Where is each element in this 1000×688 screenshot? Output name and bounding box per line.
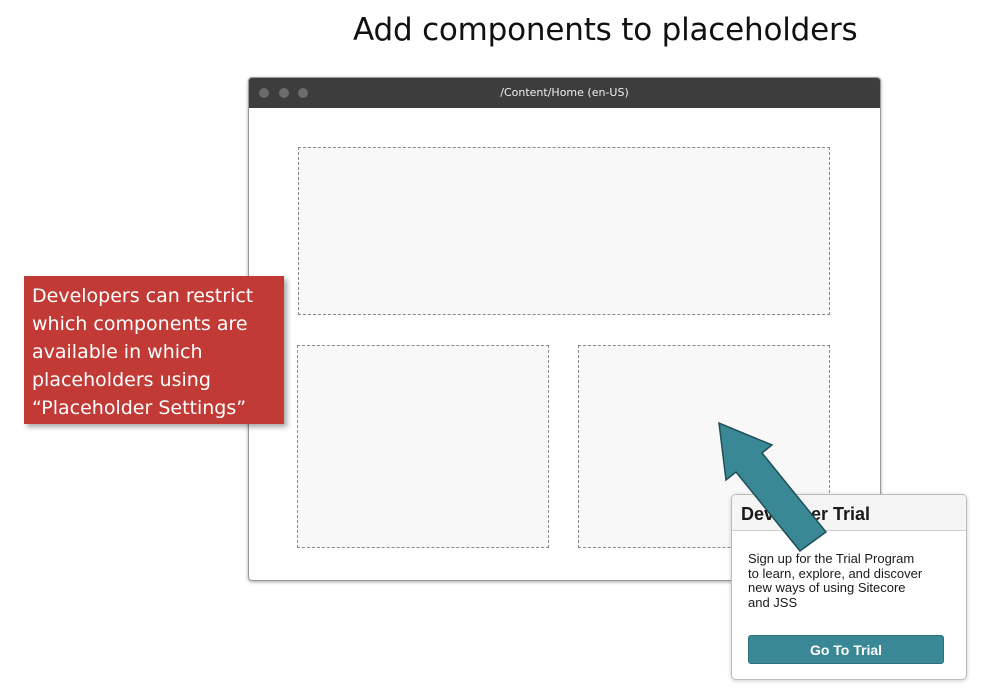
placeholder-bottom-left[interactable]	[297, 345, 549, 548]
go-to-trial-button[interactable]: Go To Trial	[748, 635, 944, 664]
slide-title: Add components to placeholders	[353, 12, 858, 48]
window-maximize-dot-icon[interactable]	[298, 88, 308, 98]
developer-trial-card: Developer Trial Sign up for the Trial Pr…	[731, 494, 967, 680]
callout-line: placeholders using	[32, 369, 211, 391]
trial-card-title: Developer Trial	[741, 504, 871, 524]
callout-line: “Placeholder Settings”	[32, 397, 247, 419]
trial-body-line: new ways of using Sitecore	[748, 580, 906, 595]
window-minimize-dot-icon[interactable]	[279, 88, 289, 98]
trial-body-line: Sign up for the Trial Program	[748, 551, 915, 566]
browser-window: /Content/Home (en-US)	[248, 77, 881, 581]
browser-path: /Content/Home (en-US)	[500, 86, 629, 99]
trial-body-line: to learn, explore, and discover	[748, 565, 923, 581]
trial-card-body: Sign up for the Trial Program to learn, …	[748, 551, 953, 610]
placeholder-settings-callout: Developers can restrict which components…	[24, 276, 284, 424]
callout-line: Developers can restrict	[32, 285, 254, 307]
trial-body-line: and JSS	[748, 594, 798, 610]
callout-line: which components are	[32, 313, 248, 335]
browser-titlebar: /Content/Home (en-US)	[249, 78, 880, 108]
callout-line: available in which	[32, 341, 203, 363]
trial-card-header: Developer Trial	[732, 495, 966, 531]
placeholder-top[interactable]	[298, 147, 830, 315]
window-close-dot-icon[interactable]	[259, 88, 269, 98]
